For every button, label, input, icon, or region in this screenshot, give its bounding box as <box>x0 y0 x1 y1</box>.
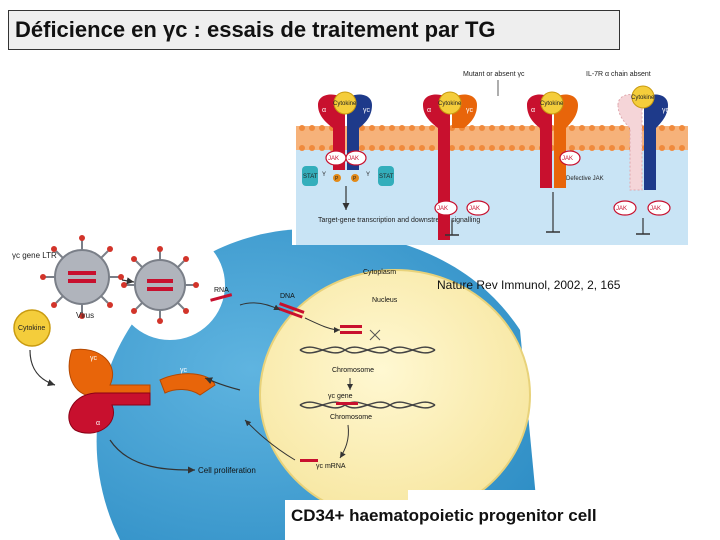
cell-alpha-receptor: α <box>68 392 151 434</box>
jak-label-4a: JAK <box>616 206 627 212</box>
receptor-complex-4: Cytokine γc JAK JAK <box>613 85 671 235</box>
il7r-label: IL-7R α chain absent <box>586 71 651 78</box>
citation: Nature Rev Immunol, 2002, 2, 165 <box>437 278 621 292</box>
gene-label: γc gene LTR <box>12 251 57 260</box>
nucleus <box>259 269 531 521</box>
chromosome-lower <box>299 401 436 409</box>
jak-label-4b: JAK <box>650 206 661 212</box>
p-label-1b: P <box>353 176 357 182</box>
cytokine-ball-left: Cytokine <box>13 309 51 347</box>
gamma-label-1: γc <box>363 107 371 114</box>
rna-strand <box>210 293 233 302</box>
p-label-1: P <box>335 176 339 182</box>
alpha-label-3: α <box>531 107 535 114</box>
new-gamma-chain: γc <box>159 367 216 396</box>
export-arrow <box>244 419 296 461</box>
yc-gene-label: γc gene <box>328 393 353 400</box>
gamma-label-cell: γc <box>90 355 98 362</box>
gamma-label-2: γc <box>466 107 474 114</box>
title-box: Déficience en γc : essais de traitement … <box>8 10 620 50</box>
alpha-label-cell: α <box>96 420 100 427</box>
transcription-label: Target-gene transcription and downstream… <box>318 217 480 224</box>
proliferation-arrow <box>109 439 196 474</box>
chromosome-label-upper: Chromosome <box>332 367 374 374</box>
dna-label: DNA <box>280 293 295 300</box>
cytokine-label-1: Cytokine <box>333 101 357 107</box>
proliferation-label: Cell proliferation <box>198 466 256 475</box>
dna-piece <box>277 302 305 319</box>
rna-to-dna-arrow <box>239 302 281 311</box>
receptor-complex-2: Cytokine α γc JAK JAK <box>423 91 490 240</box>
alpha-label-1: α <box>322 107 326 114</box>
mutant-label: Mutant or absent γc <box>463 71 525 78</box>
cytokine-label-3: Cytokine <box>540 101 564 107</box>
mrna-strand <box>300 459 318 462</box>
chromosome-upper <box>299 325 436 354</box>
cytoplasm-label: Cytoplasm <box>363 269 396 276</box>
virus-arrow <box>121 277 135 285</box>
gamma-label-4: γc <box>662 107 670 114</box>
jak-label-3: JAK <box>562 156 573 162</box>
defective-jak-label: Defective JAK <box>566 176 604 182</box>
cytokine-label-2: Cytokine <box>438 101 462 107</box>
chromosome-label-lower: Chromosome <box>330 414 372 421</box>
jak-label-2b: JAK <box>469 206 480 212</box>
cell-gamma-receptor: γc <box>68 348 151 398</box>
rna-label: RNA <box>214 287 229 294</box>
virus-right <box>121 246 199 324</box>
dna-to-chromosome-arrow <box>304 317 341 333</box>
virus-label: Virus <box>76 311 94 320</box>
gamma-label-new: γc <box>180 367 188 374</box>
cytokine-label-left: Cytokine <box>18 325 45 332</box>
cell-panel <box>96 228 540 540</box>
stat-label-1b: STAT <box>379 174 394 180</box>
cytokine-label-4: Cytokine <box>631 95 655 101</box>
nucleus-label: Nucleus <box>372 297 398 304</box>
caption-bg <box>408 490 648 540</box>
receptor-complex-1: Cytokine α γc JAK JAK STAT Y P P Y STAT <box>302 91 394 210</box>
virus-left <box>40 235 124 319</box>
caption-bg-left <box>285 500 408 540</box>
jak-label-1b: JAK <box>348 156 359 162</box>
receptor-complex-3: Cytokine α JAK Defective JAK <box>527 91 604 233</box>
mrna-label: γc mRNA <box>316 463 346 470</box>
jak-label-2a: JAK <box>437 206 448 212</box>
stat-label-1: STAT <box>303 174 318 180</box>
alpha-label-2: α <box>427 107 431 114</box>
page-title: Déficience en γc : essais de traitement … <box>15 17 496 42</box>
protein-arrow <box>204 377 241 391</box>
transcription-arrow <box>339 424 349 459</box>
cell-caption: CD34+ haematopoietic progenitor cell <box>291 506 597 525</box>
y-label-1: Y <box>322 172 326 178</box>
jak-label-1a: JAK <box>328 156 339 162</box>
cytokine-arrow <box>29 349 56 387</box>
y-label-1b: Y <box>366 172 370 178</box>
